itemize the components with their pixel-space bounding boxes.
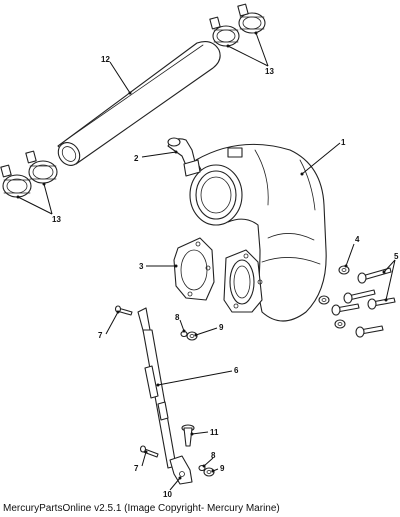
callout-7-upper: 7 [98, 331, 103, 340]
pin-lower[interactable] [139, 445, 159, 458]
callout-1: 1 [341, 138, 346, 147]
exhaust-hose[interactable] [54, 41, 221, 170]
hose-clamp-left-front[interactable] [0, 164, 32, 198]
exhaust-elbow[interactable] [189, 143, 327, 322]
callout-5: 5 [394, 252, 399, 261]
callout-12: 12 [101, 55, 110, 64]
callout-10: 10 [163, 490, 172, 499]
water-fitting[interactable] [167, 137, 201, 177]
callout-3: 3 [139, 262, 144, 271]
callout-2: 2 [134, 154, 139, 163]
callout-6: 6 [234, 366, 239, 375]
hose-clamp-left-back[interactable] [25, 150, 58, 184]
support-rod[interactable] [137, 307, 177, 469]
pin-upper[interactable] [114, 305, 133, 316]
screw[interactable] [181, 424, 195, 447]
hose-clamp-top-left[interactable] [209, 16, 240, 47]
callout-9-lower: 9 [220, 464, 225, 473]
callout-8-upper: 8 [175, 313, 180, 322]
callout-11: 11 [210, 428, 219, 437]
callout-labels: 1 2 3 4 5 6 7 7 8 9 8 9 10 11 12 13 13 [52, 55, 399, 499]
elbow-gasket[interactable] [173, 237, 215, 301]
callout-13-left: 13 [52, 215, 61, 224]
callout-7-lower: 7 [134, 464, 139, 473]
bolt-set[interactable] [331, 267, 396, 338]
nut-upper[interactable] [186, 331, 198, 341]
callout-8-lower: 8 [211, 451, 216, 460]
callout-13-top: 13 [265, 67, 274, 76]
leader-lines [16, 31, 396, 491]
callout-9-upper: 9 [219, 323, 224, 332]
hose-clamp-top-right[interactable] [237, 3, 266, 34]
rod-bracket[interactable] [169, 455, 193, 485]
copyright-footer: MercuryPartsOnline v2.5.1 (Image Copyrig… [3, 503, 280, 514]
callout-4: 4 [355, 235, 360, 244]
washer-set[interactable] [318, 265, 350, 329]
